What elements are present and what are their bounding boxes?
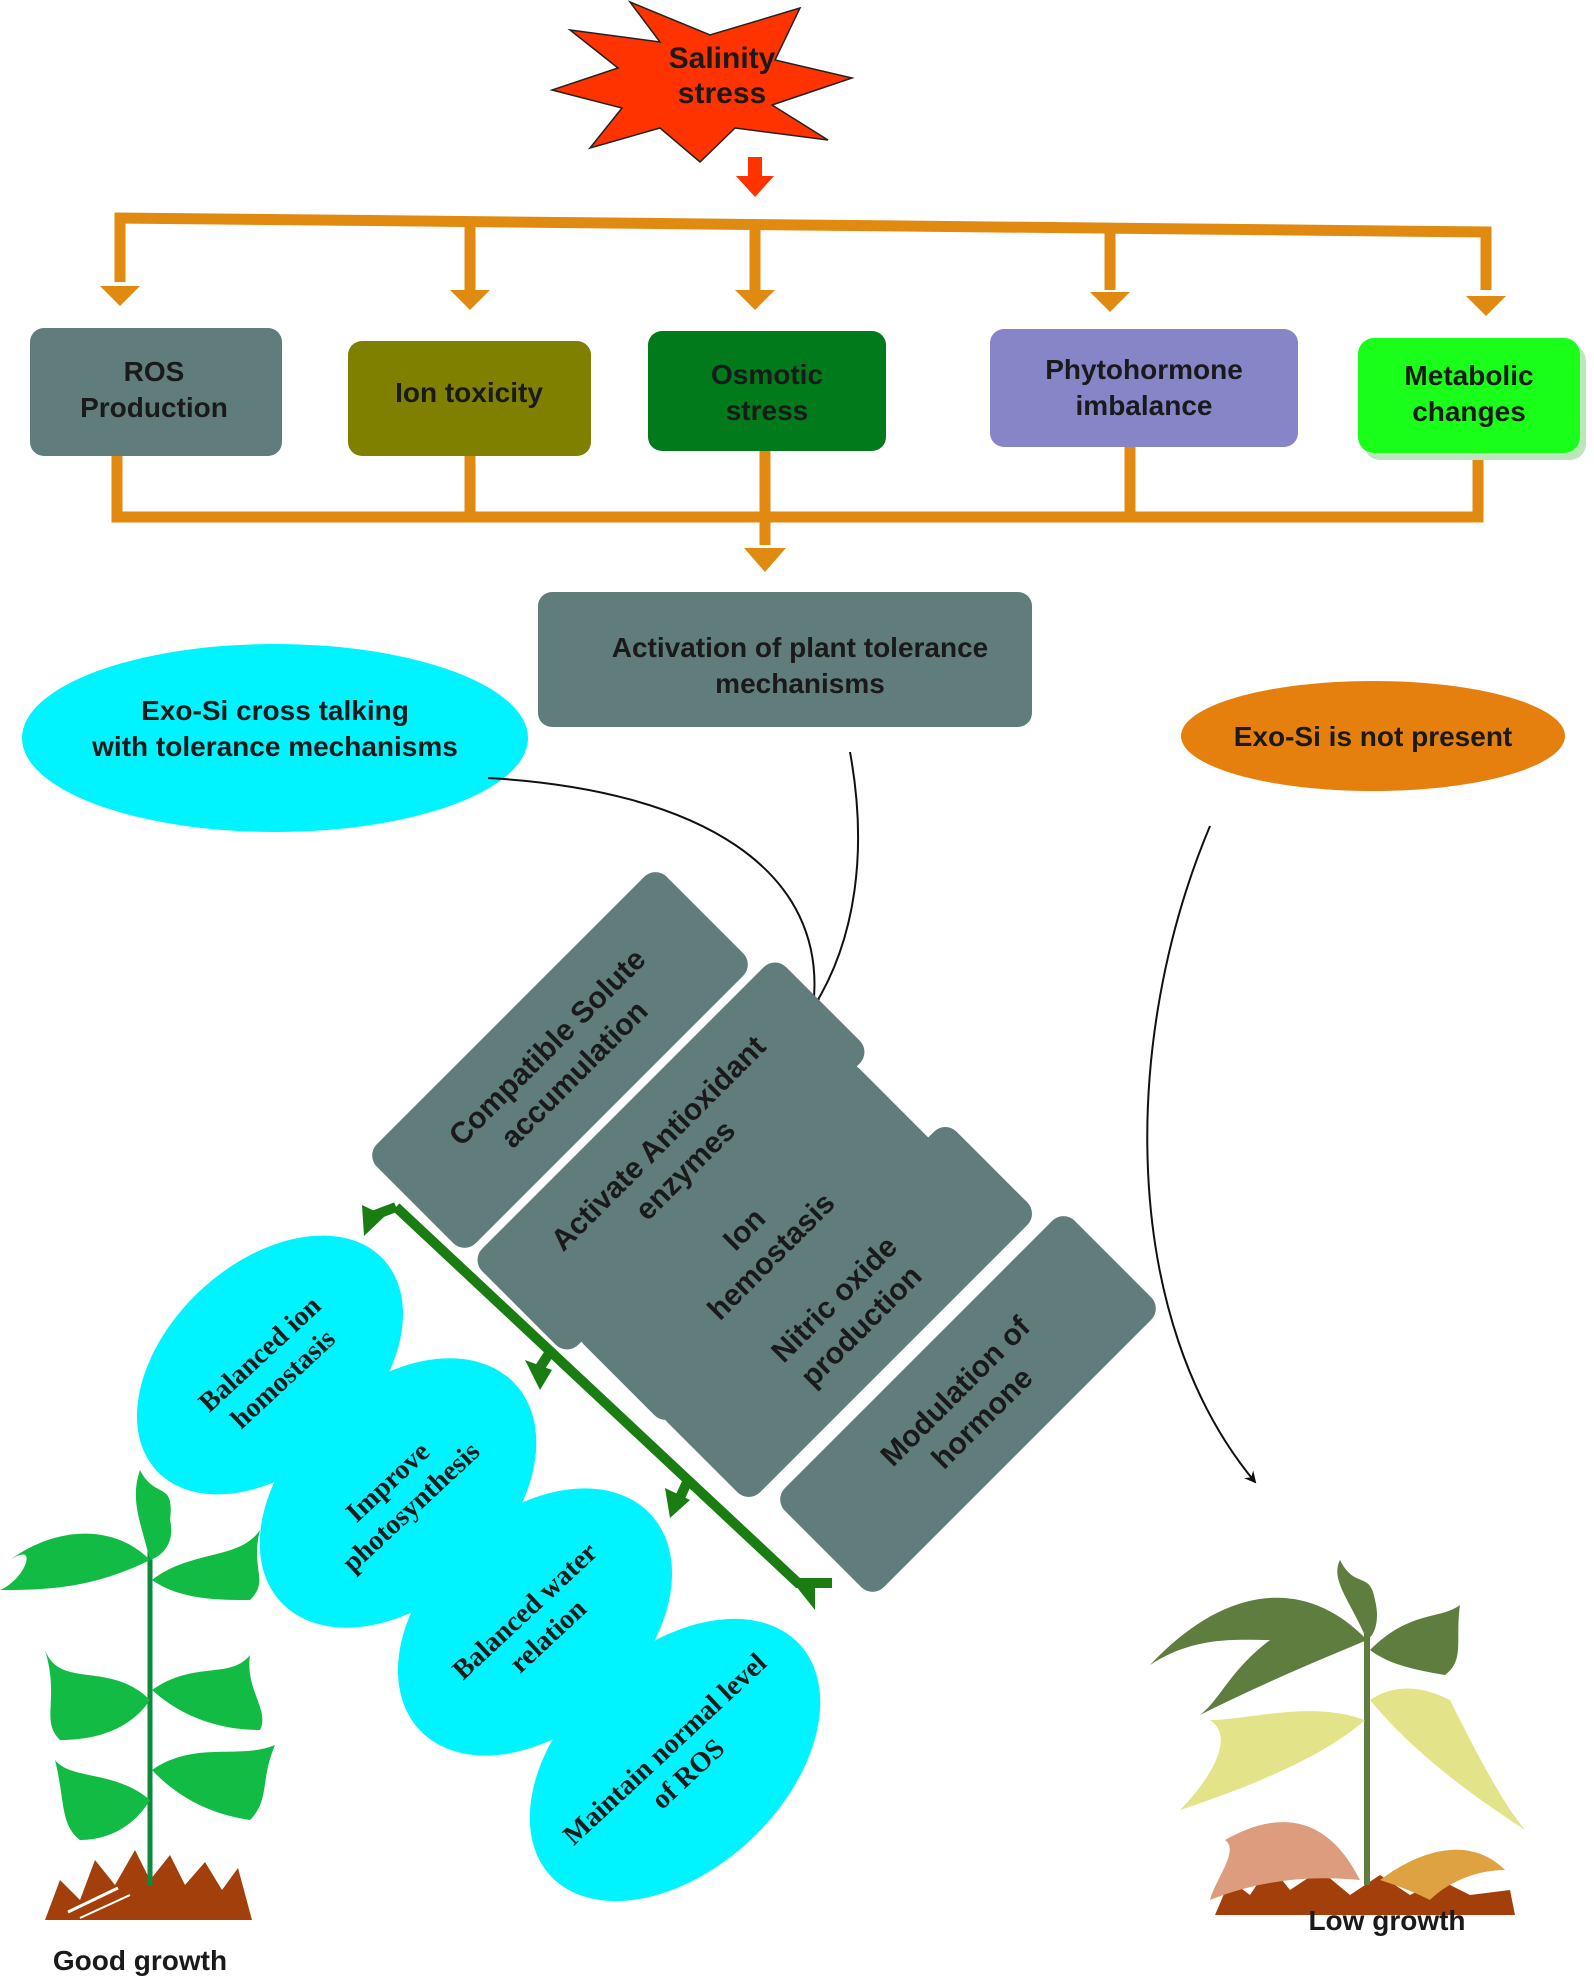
outcome-normal-ros: Maintain normal level of ROS (529, 1618, 821, 1902)
outcome-arrowheads (362, 1205, 815, 1610)
curve-arrow-to-low-growth (1146, 825, 1257, 1484)
stress-label-line2: stress (678, 77, 766, 110)
effect-ros-line2: Production (80, 392, 228, 423)
exo-si-absent-ellipse: Exo-Si is not present (1181, 681, 1565, 791)
star-burst-shape (549, 0, 855, 164)
stress-label-line1: Salinity (669, 42, 776, 75)
effect-metabolic-line1: Metabolic (1404, 360, 1533, 391)
effect-osmotic-line2: stress (726, 395, 809, 426)
distribution-connector (114, 212, 1492, 290)
curve-arrow-from-activation (812, 751, 860, 1009)
activation-box: Activation of plant tolerance mechanisms (538, 592, 1032, 727)
effect-box-ion-toxicity: Ion toxicity (348, 341, 591, 456)
exo-si-present-line2: with tolerance mechanisms (91, 731, 458, 762)
good-growth-plant-icon (0, 1470, 275, 1920)
effect-ros-line1: ROS (124, 356, 185, 387)
salinity-stress-node: Salinity stress (549, 0, 855, 164)
activation-line2: mechanisms (715, 668, 885, 699)
curve-arrow-from-exo-si (487, 777, 821, 1010)
low-growth-plant-icon (1150, 1560, 1525, 1915)
mechanism-nitric-oxide: Nitric oxide production (662, 1127, 1032, 1497)
effect-box-phytohormone: Phytohormone imbalance (990, 329, 1298, 447)
effect-box-ros: ROS Production (30, 328, 282, 456)
gather-connector (111, 447, 1484, 545)
exo-si-present-ellipse: Exo-Si cross talking with tolerance mech… (22, 644, 528, 832)
activation-line1: Activation of plant tolerance (612, 632, 989, 663)
distribution-arrowheads (100, 286, 1506, 316)
gather-arrowhead (744, 548, 786, 572)
exo-si-absent-label: Exo-Si is not present (1234, 721, 1513, 752)
red-down-arrow (736, 157, 774, 197)
effect-phyto-line2: imbalance (1076, 390, 1213, 421)
effect-osmotic-line1: Osmotic (711, 359, 823, 390)
effect-ion-line1: Ion toxicity (395, 377, 543, 408)
effect-metabolic-line2: changes (1412, 396, 1526, 427)
effect-box-metabolic: Metabolic changes (1358, 338, 1586, 460)
effect-box-osmotic: Osmotic stress (648, 331, 886, 451)
mechanism-compatible-solute: Compatible Solute accumulation (372, 872, 748, 1248)
exo-si-present-line1: Exo-Si cross talking (141, 695, 409, 726)
effect-phyto-line1: Phytohormone (1045, 354, 1243, 385)
good-growth-label: Good growth (53, 1945, 227, 1976)
low-growth-label: Low growth (1308, 1905, 1465, 1936)
